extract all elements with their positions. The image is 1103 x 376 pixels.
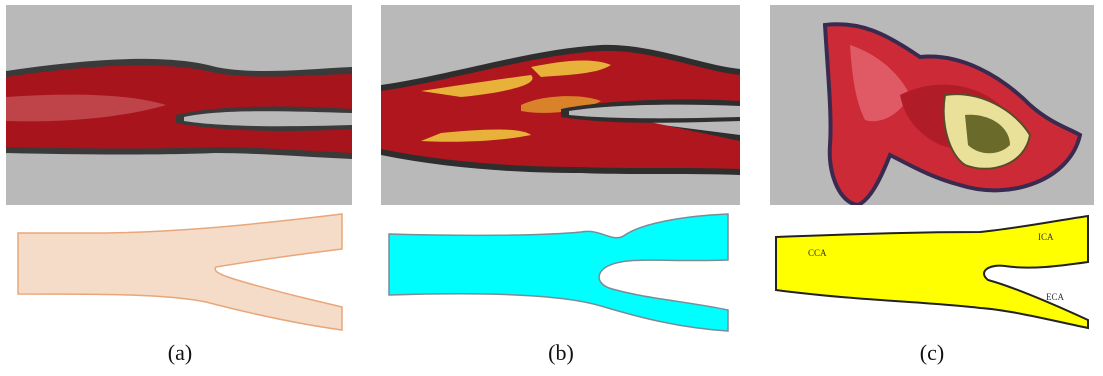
geometry-model-b (389, 214, 728, 331)
caption-c: (c) (902, 340, 962, 366)
panel-b-model (381, 210, 740, 335)
panel-b-illustration (381, 5, 740, 205)
label-cca: CCA (808, 248, 827, 258)
label-eca: ECA (1046, 292, 1065, 302)
panel-c-illustration (770, 5, 1094, 205)
caption-b: (b) (531, 340, 591, 366)
panel-c-model: CCA ICA ECA (770, 210, 1094, 335)
geometry-model-a (18, 214, 342, 330)
panel-a-model (6, 210, 352, 335)
caption-a: (a) (150, 340, 210, 366)
panel-a-illustration (6, 5, 352, 205)
label-ica: ICA (1038, 232, 1054, 242)
